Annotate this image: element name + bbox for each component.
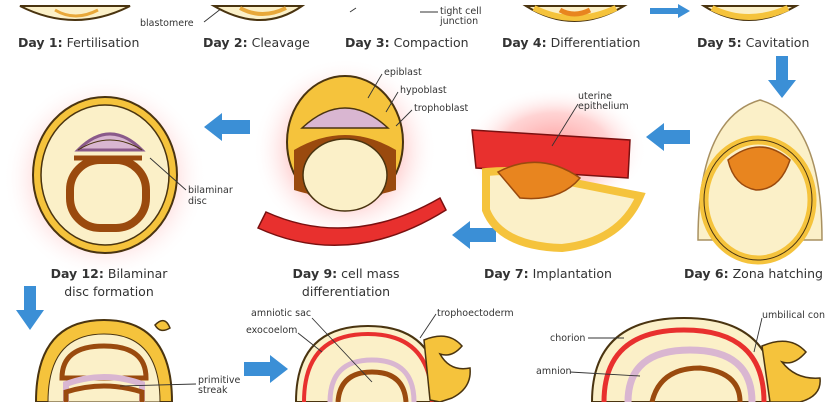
day2-embryo-fragment (214, 6, 302, 20)
day1-name: Fertilisation (67, 35, 140, 50)
day6-name: Zona hatching (733, 266, 823, 281)
exocoelom-label: exocoelom (246, 325, 297, 336)
day12-day: Day 12: (51, 266, 104, 281)
day6-caption: Day 6: Zona hatching (684, 266, 823, 281)
arrow-day5-to-day6 (768, 56, 796, 98)
day12-name-2: disc formation (64, 284, 154, 299)
compaction-mark (350, 8, 356, 12)
hypoblast-label: hypoblast (400, 85, 447, 96)
amniotic-sac-label: amniotic sac (251, 308, 311, 319)
bottom-embryo-3 (592, 318, 820, 402)
arrow-bottom-1-to-2 (244, 355, 288, 383)
day7-day: Day 7: (484, 266, 529, 281)
bottom-embryo-1 (36, 320, 172, 402)
day9-name-1: cell mass (341, 266, 399, 281)
primitive-label-2: streak (198, 385, 228, 396)
trophoectoderm-label: trophoectoderm (437, 308, 514, 319)
arrow-day9-to-day12 (204, 113, 250, 141)
day5-day: Day 5: (697, 35, 742, 50)
day7-name: Implantation (533, 266, 612, 281)
day4-name: Differentiation (551, 35, 641, 50)
day2-name: Cleavage (252, 35, 311, 50)
day5-caption: Day 5: Cavitation (697, 35, 809, 50)
arrow-day7-to-day9 (452, 221, 496, 249)
umbilical-label: umbilical con (762, 310, 825, 321)
amnion-label: amnion (536, 366, 572, 377)
day4-embryo-fragment (526, 6, 624, 21)
day2-day: Day 2: (203, 35, 248, 50)
chorion-label: chorion (550, 333, 585, 344)
day1-caption: Day 1: Fertilisation (18, 35, 139, 50)
day1-day: Day 1: (18, 35, 63, 50)
day12-embryo (33, 97, 177, 253)
arrow-day12-down (16, 286, 44, 330)
day5-embryo-fragment (704, 6, 796, 20)
blastomere-label: blastomere (140, 18, 194, 29)
tight-junction-label-2: junction (439, 16, 478, 27)
bilaminar-label-1: bilaminar (188, 185, 233, 196)
trophoblast-label: trophoblast (414, 103, 469, 114)
day6-day: Day 6: (684, 266, 729, 281)
uterine-label-2: epithelium (578, 101, 629, 112)
blastomere-leader (204, 8, 222, 22)
day3-name: Compaction (394, 35, 469, 50)
bilaminar-label-2: disc (188, 196, 207, 207)
day3-caption: Day 3: Compaction (345, 35, 469, 50)
day2-caption: Day 2: Cleavage (203, 35, 310, 50)
day4-day: Day 4: (502, 35, 547, 50)
day6-embryo (698, 100, 822, 260)
day1-embryo-fragment (20, 6, 130, 20)
day9-day: Day 9: (293, 266, 338, 281)
arrow-day6-to-day7 (646, 123, 690, 151)
day3-day: Day 3: (345, 35, 390, 50)
trophoectoderm-leader (420, 314, 436, 338)
day9-caption: Day 9: cell mass (293, 266, 400, 281)
day5-name: Cavitation (746, 35, 810, 50)
day12-name-1: Bilaminar (108, 266, 168, 281)
day4-caption: Day 4: Differentiation (502, 35, 640, 50)
day12-caption: Day 12: Bilaminar (51, 266, 169, 281)
arrow-day4-to-day5 (650, 4, 690, 18)
day9-name-2: differentiation (302, 284, 390, 299)
bottom-embryo-2 (296, 326, 470, 402)
epiblast-label: epiblast (384, 67, 422, 78)
day7-caption: Day 7: Implantation (484, 266, 612, 281)
day7-embryo (472, 130, 640, 248)
